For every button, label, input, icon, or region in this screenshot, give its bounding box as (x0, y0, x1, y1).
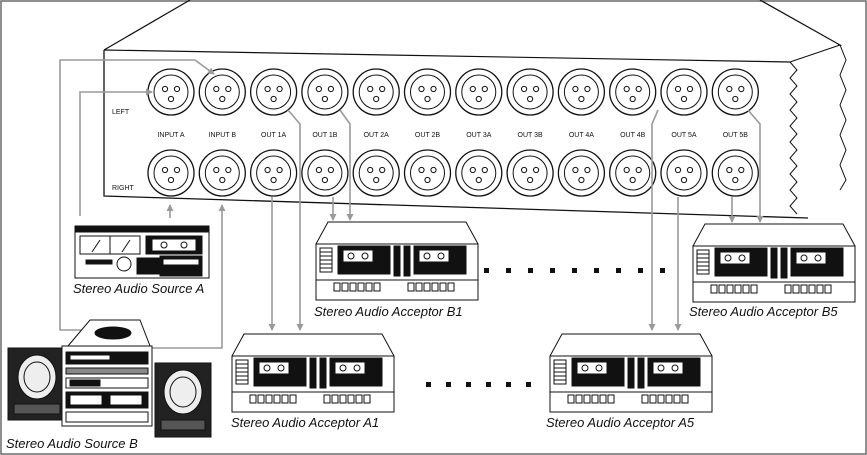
cable-out1b-left (339, 109, 354, 221)
xlr-out-2a-left (352, 68, 400, 116)
label-out-4b: OUT 4B (620, 132, 645, 139)
cable-source-b-left (59, 59, 215, 331)
xlr-out-4b-right (609, 149, 657, 197)
cables (59, 59, 764, 349)
splitter-chassis (103, 0, 847, 219)
connector-grid (147, 68, 759, 197)
label-out-2a: OUT 2A (364, 132, 389, 139)
cable-out5b-left (747, 109, 764, 223)
connector-labels: INPUT A INPUT B OUT 1A OUT 1B OUT 2A OUT 2B OU… (157, 132, 748, 139)
cable-out1a-left (287, 109, 304, 331)
left-row-label: LEFT (112, 109, 130, 116)
acceptor-b1 (315, 221, 479, 301)
xlr-out-3a-left (455, 68, 503, 116)
acceptor-a1 (231, 333, 395, 413)
xlr-out-1a-left (249, 68, 298, 116)
xlr-out-4b-left (609, 68, 657, 116)
caption-acceptor-a1: Stereo Audio Acceptor A1 (231, 415, 379, 430)
xlr-out-4a-right (557, 149, 606, 197)
xlr-input-b-right (198, 149, 246, 197)
acceptor-a5 (549, 333, 713, 413)
label-out-1a: OUT 1A (261, 132, 286, 139)
caption-source-b: Stereo Audio Source B (6, 436, 138, 451)
xlr-out-5a-right (660, 149, 708, 197)
xlr-out-1a-right (249, 149, 298, 197)
xlr-out-2b-right (403, 149, 452, 197)
xlr-input-b-left (198, 68, 246, 116)
cable-out5a-left (648, 109, 659, 331)
xlr-out-3b-left (506, 68, 554, 116)
xlr-out-5a-left (660, 68, 708, 116)
acceptor-b5 (692, 223, 856, 303)
label-out-5b: OUT 5B (723, 132, 748, 139)
acceptors (231, 221, 856, 413)
xlr-out-2a-right (352, 149, 400, 197)
label-out-3b: OUT 3B (518, 132, 543, 139)
xlr-out-4a-left (557, 68, 606, 116)
source-a-deck (74, 225, 210, 279)
continuation-dots (426, 268, 665, 387)
xlr-input-a-right (147, 149, 195, 197)
label-out-1b: OUT 1B (312, 132, 337, 139)
xlr-out-3a-right (455, 149, 503, 197)
source-b-hifi (7, 319, 212, 438)
caption-acceptor-a5: Stereo Audio Acceptor A5 (546, 415, 695, 430)
label-input-b: INPUT B (209, 132, 237, 139)
xlr-out-5b-left (711, 68, 759, 116)
xlr-out-3b-right (506, 149, 554, 197)
label-out-5a: OUT 5A (671, 132, 696, 139)
xlr-out-1b-left (301, 68, 349, 116)
xlr-out-5b-right (711, 149, 759, 197)
label-input-a: INPUT A (157, 132, 184, 139)
cable-source-b-right (140, 204, 226, 349)
caption-acceptor-b5: Stereo Audio Acceptor B5 (689, 304, 838, 319)
label-out-4a: OUT 4A (569, 132, 594, 139)
xlr-out-2b-left (403, 68, 452, 116)
cable-source-a-left (79, 88, 153, 216)
label-out-2b: OUT 2B (415, 132, 440, 139)
right-row-label: RIGHT (112, 185, 135, 192)
caption-acceptor-b1: Stereo Audio Acceptor B1 (314, 304, 463, 319)
label-out-3a: OUT 3A (466, 132, 491, 139)
caption-source-a: Stereo Audio Source A (73, 281, 204, 296)
xlr-input-a-left (147, 68, 195, 116)
xlr-out-1b-right (301, 149, 349, 197)
